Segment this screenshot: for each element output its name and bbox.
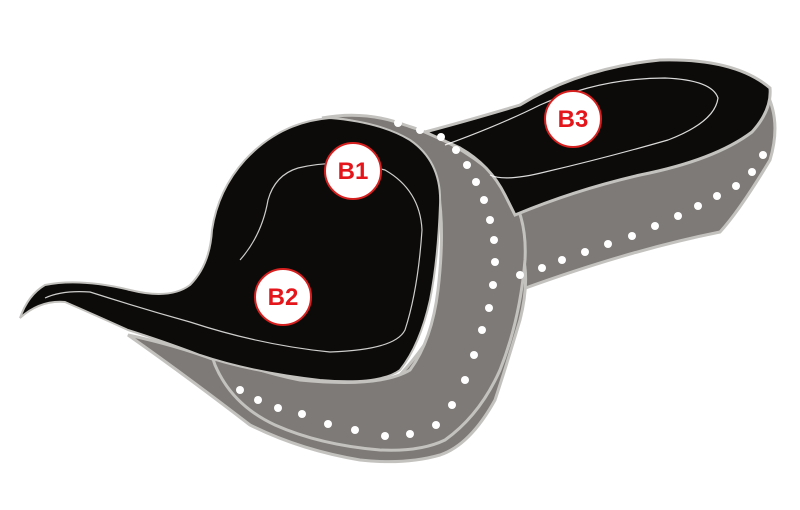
rivet-stud: [713, 192, 721, 200]
rivet-stud: [470, 351, 478, 359]
rivet-stud: [478, 326, 486, 334]
rivet-stud: [628, 232, 636, 240]
marker-b1: B1: [324, 142, 382, 200]
rivet-stud: [604, 240, 612, 248]
rivet-stud: [558, 256, 566, 264]
rivet-stud: [381, 432, 389, 440]
rivet-stud: [538, 264, 546, 272]
passenger-seat-stitch: [444, 77, 719, 179]
rivet-stud: [694, 202, 702, 210]
marker-badge: [254, 268, 312, 326]
rider-seat-stitch: [44, 162, 423, 353]
rivet-studs: [236, 119, 767, 440]
rivet-stud: [516, 271, 524, 279]
rider-seat-stitch-inner: [239, 167, 299, 261]
marker-label: B1: [338, 158, 369, 185]
rivet-stud: [432, 421, 440, 429]
rivet-stud: [452, 146, 460, 154]
rivet-stud: [480, 196, 488, 204]
rivet-stud: [298, 410, 306, 418]
rivet-stud: [472, 178, 480, 186]
rivet-stud: [236, 386, 244, 394]
rivet-stud: [674, 212, 682, 220]
rivet-stud: [324, 420, 332, 428]
rivet-stud: [461, 376, 469, 384]
rivet-stud: [416, 126, 424, 134]
marker-b3: B3: [544, 90, 602, 148]
rivet-stud: [463, 161, 471, 169]
rivet-stud: [490, 236, 498, 244]
rivet-stud: [274, 404, 282, 412]
rivet-stud: [254, 396, 262, 404]
rivet-stud: [491, 258, 499, 266]
rivet-stud: [732, 182, 740, 190]
rivet-stud: [406, 430, 414, 438]
marker-b2: B2: [254, 268, 312, 326]
rivet-stud: [759, 151, 767, 159]
rivet-stud: [748, 168, 756, 176]
rivet-stud: [651, 222, 659, 230]
rivet-stud: [351, 426, 359, 434]
rivet-stud: [394, 119, 402, 127]
rivet-stud: [437, 133, 445, 141]
passenger-seat-top: [420, 58, 772, 217]
marker-badge: [544, 90, 602, 148]
rivet-stud: [489, 281, 497, 289]
rivet-stud: [486, 216, 494, 224]
rivet-stud: [448, 401, 456, 409]
rivet-stud: [485, 304, 493, 312]
marker-label: B2: [268, 284, 299, 311]
marker-badge: [324, 142, 382, 200]
marker-label: B3: [558, 106, 589, 133]
rivet-stud: [581, 248, 589, 256]
